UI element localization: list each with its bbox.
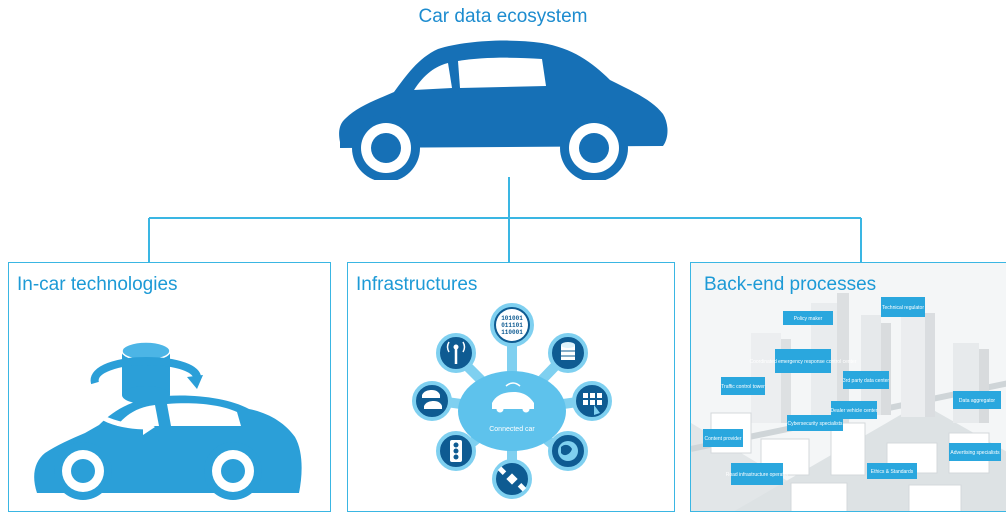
satellite-node-icon	[492, 459, 532, 499]
panel-in-car-technologies: In-car technologies	[8, 262, 331, 512]
vehicles-node-icon	[412, 381, 452, 421]
svg-text:011101: 011101	[501, 322, 523, 329]
city-tag: 3rd party data center	[843, 371, 889, 389]
panel-title: In-car technologies	[17, 274, 178, 295]
database-node-icon	[548, 333, 588, 373]
city-tag: Technical regulator	[881, 297, 925, 317]
in-car-technology-car-icon	[34, 341, 302, 500]
svg-text:Technical regulator: Technical regulator	[882, 305, 924, 311]
panel-back-end-processes: Policy maker Technical regulator Coordin…	[690, 262, 1006, 512]
globe-node-icon	[548, 431, 588, 471]
city-tag: Coordinated emergency response control c…	[749, 349, 857, 373]
panel-infrastructures: Infrastructures Connected car 101001 011…	[347, 262, 675, 512]
svg-text:Road infrastructure operator: Road infrastructure operator	[726, 472, 789, 478]
svg-text:Advertising specialists: Advertising specialists	[950, 450, 1000, 456]
svg-text:101001: 101001	[501, 315, 523, 322]
svg-text:110001: 110001	[501, 329, 523, 336]
city-tag: Ethics & Standards	[867, 463, 917, 479]
cell-tower-node-icon	[436, 333, 476, 373]
connected-car-network-diagram: Connected car 101001 011101 110001	[412, 303, 612, 499]
svg-text:Ethics & Standards: Ethics & Standards	[871, 469, 914, 475]
svg-text:Coordinated emergency response: Coordinated emergency response control c…	[749, 359, 856, 365]
city-tag: Data aggregator	[953, 391, 1001, 409]
city-tag: Policy maker	[783, 311, 833, 325]
city-tag: Dealer vehicle center	[831, 401, 878, 419]
binary-node: 101001 011101 110001	[490, 303, 534, 347]
traffic-light-node-icon	[436, 431, 476, 471]
main-car-icon	[339, 40, 668, 180]
panel-title: Infrastructures	[356, 274, 478, 295]
svg-text:Cybersecurity specialists: Cybersecurity specialists	[787, 421, 843, 427]
panel-title: Back-end processes	[704, 274, 877, 295]
hub-label: Connected car	[489, 426, 535, 433]
smart-city-illustration: Policy maker Technical regulator Coordin…	[691, 263, 1006, 511]
touchscreen-node-icon	[572, 381, 612, 421]
city-tag: Road infrastructure operator	[726, 463, 789, 485]
city-tag: Traffic control tower	[721, 377, 765, 395]
svg-text:Traffic control tower: Traffic control tower	[721, 384, 765, 390]
svg-text:3rd party data center: 3rd party data center	[843, 378, 889, 384]
city-tag: Content provider	[703, 429, 743, 447]
city-tag: Advertising specialists	[949, 443, 1001, 461]
city-tag: Cybersecurity specialists	[787, 415, 843, 431]
svg-text:Data aggregator: Data aggregator	[959, 398, 995, 404]
svg-text:Policy maker: Policy maker	[794, 316, 823, 322]
svg-text:Content provider: Content provider	[705, 436, 742, 442]
svg-text:Dealer vehicle center: Dealer vehicle center	[831, 408, 878, 414]
diagram-title: Car data ecosystem	[418, 6, 588, 27]
